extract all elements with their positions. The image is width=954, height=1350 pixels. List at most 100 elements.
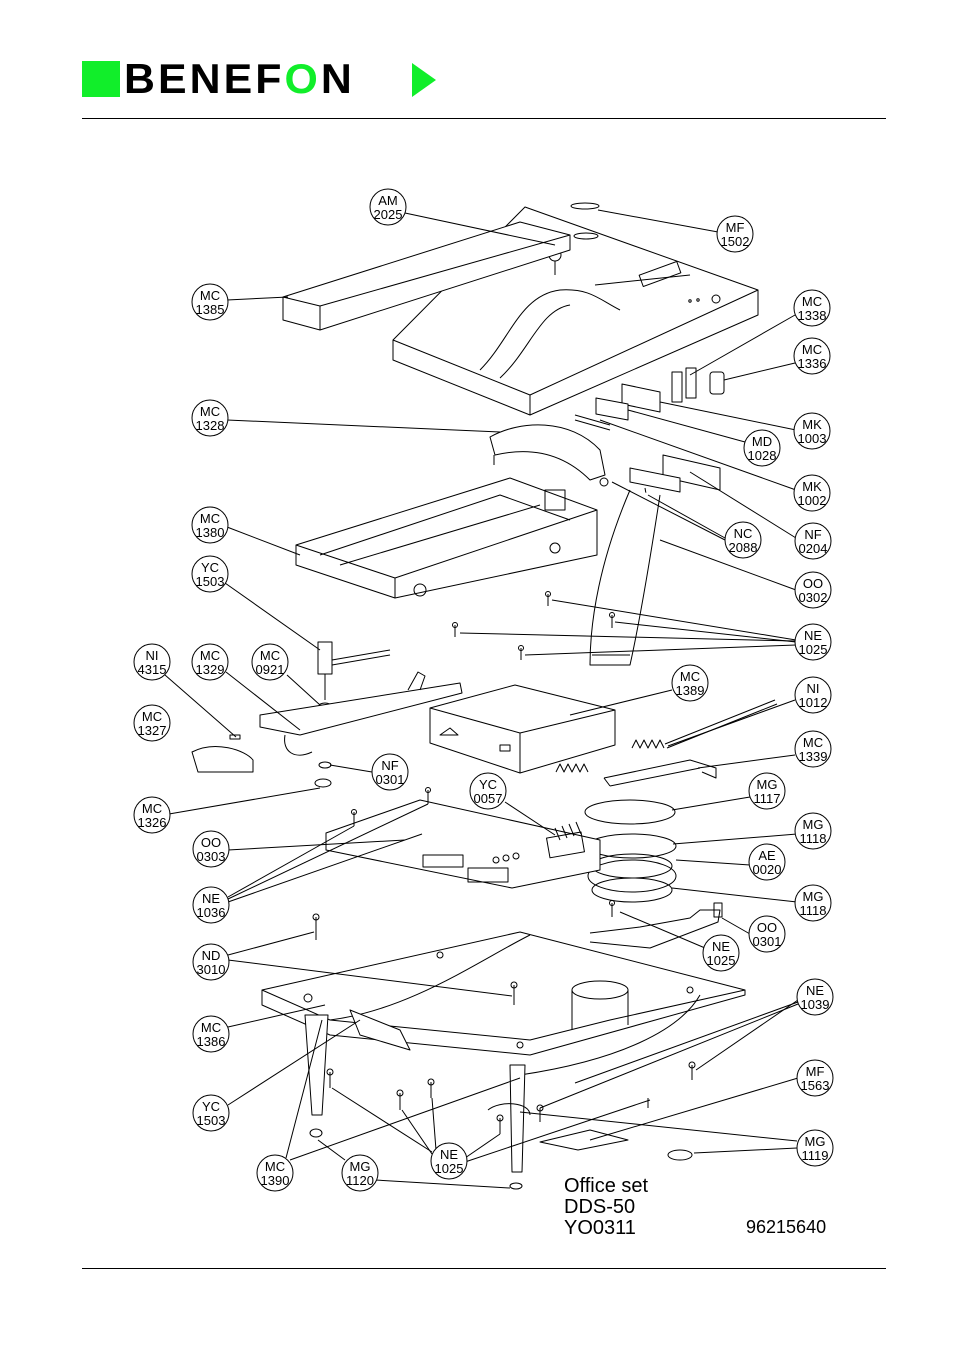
callout-circle xyxy=(793,474,831,512)
callout-circle xyxy=(369,188,407,226)
callout-text: MC xyxy=(200,648,220,663)
callout-text: 1389 xyxy=(676,683,705,698)
callout-text: MC xyxy=(201,1020,221,1035)
callout-text: 1118 xyxy=(800,903,827,918)
callout-circle xyxy=(191,399,229,437)
callout-text: MC xyxy=(200,404,220,419)
callout-text: NE xyxy=(440,1147,458,1162)
callout-circle xyxy=(430,1142,468,1180)
callout-circle xyxy=(341,1154,379,1192)
small-bracket-part xyxy=(589,900,723,949)
tilt-rod-part xyxy=(317,641,391,710)
callout-text: 0301 xyxy=(753,934,782,949)
callout-text: 0302 xyxy=(799,590,828,605)
callout-text: 1385 xyxy=(196,302,225,317)
callout-circle xyxy=(794,571,832,609)
callout-circle xyxy=(793,337,831,375)
callout-circle xyxy=(671,664,709,702)
callout-circle xyxy=(192,830,230,868)
callout-text: 0921 xyxy=(256,662,285,677)
callout-circle xyxy=(192,943,230,981)
callout-circle xyxy=(371,753,409,791)
tray-part xyxy=(295,477,598,599)
callout-text: MC xyxy=(802,342,822,357)
callout-circle xyxy=(794,522,832,560)
callout-text: 1025 xyxy=(707,953,736,968)
callout-text: 1386 xyxy=(197,1034,226,1049)
callout-text: MC xyxy=(260,648,280,663)
callout-text: YC xyxy=(201,560,219,575)
callout-circle xyxy=(724,521,762,559)
knob-part xyxy=(191,746,254,773)
callout-text: 1390 xyxy=(261,1173,290,1188)
callout-circle xyxy=(192,1015,230,1053)
callout-circle xyxy=(748,843,786,881)
callout-text: 3010 xyxy=(197,962,226,977)
caption-block: Office set DDS-50 YO0311 xyxy=(564,1176,648,1239)
callout-circle xyxy=(794,623,832,661)
callout-text: 0303 xyxy=(197,849,226,864)
callout-circle xyxy=(716,215,754,253)
callout-text: MC xyxy=(265,1159,285,1174)
logo-green-arrow xyxy=(412,63,436,97)
callout-circle xyxy=(794,730,832,768)
callout-text: 1339 xyxy=(799,749,828,764)
callout-text: NI xyxy=(146,648,159,663)
callout-text: 0204 xyxy=(799,541,828,556)
circuit-board-part xyxy=(325,787,601,889)
callout-circle xyxy=(794,676,832,714)
callout-text: 1025 xyxy=(435,1161,464,1176)
callout-text: MC xyxy=(200,511,220,526)
callout-text: 1502 xyxy=(721,234,750,249)
callout-circle xyxy=(191,283,229,321)
leader-lines xyxy=(164,209,799,1189)
callout-text: 1039 xyxy=(801,997,830,1012)
callout-circle xyxy=(191,643,229,681)
callout-circle xyxy=(748,915,786,953)
callout-text: 0301 xyxy=(376,772,405,787)
flex-cable-part xyxy=(589,489,661,666)
caption-line-3: YO0311 xyxy=(564,1217,636,1239)
speaker-disks xyxy=(584,799,677,903)
callout-circle xyxy=(469,772,507,810)
caption-line-1: Office set xyxy=(564,1175,649,1197)
callout-text: MC xyxy=(142,801,162,816)
callout-text: 2088 xyxy=(729,540,758,555)
callout-text: 1563 xyxy=(801,1078,830,1093)
logo-wordmark: BENEFON xyxy=(124,55,355,102)
callout-text: MK xyxy=(802,479,822,494)
callout-text: MC xyxy=(803,735,823,750)
callout-text: 1326 xyxy=(138,815,167,830)
callout-circle xyxy=(192,1094,230,1132)
footer-rule xyxy=(82,1268,886,1269)
callout-text: 1012 xyxy=(799,695,828,710)
callout-text: 2025 xyxy=(374,207,403,222)
callout-text: 1327 xyxy=(138,723,167,738)
